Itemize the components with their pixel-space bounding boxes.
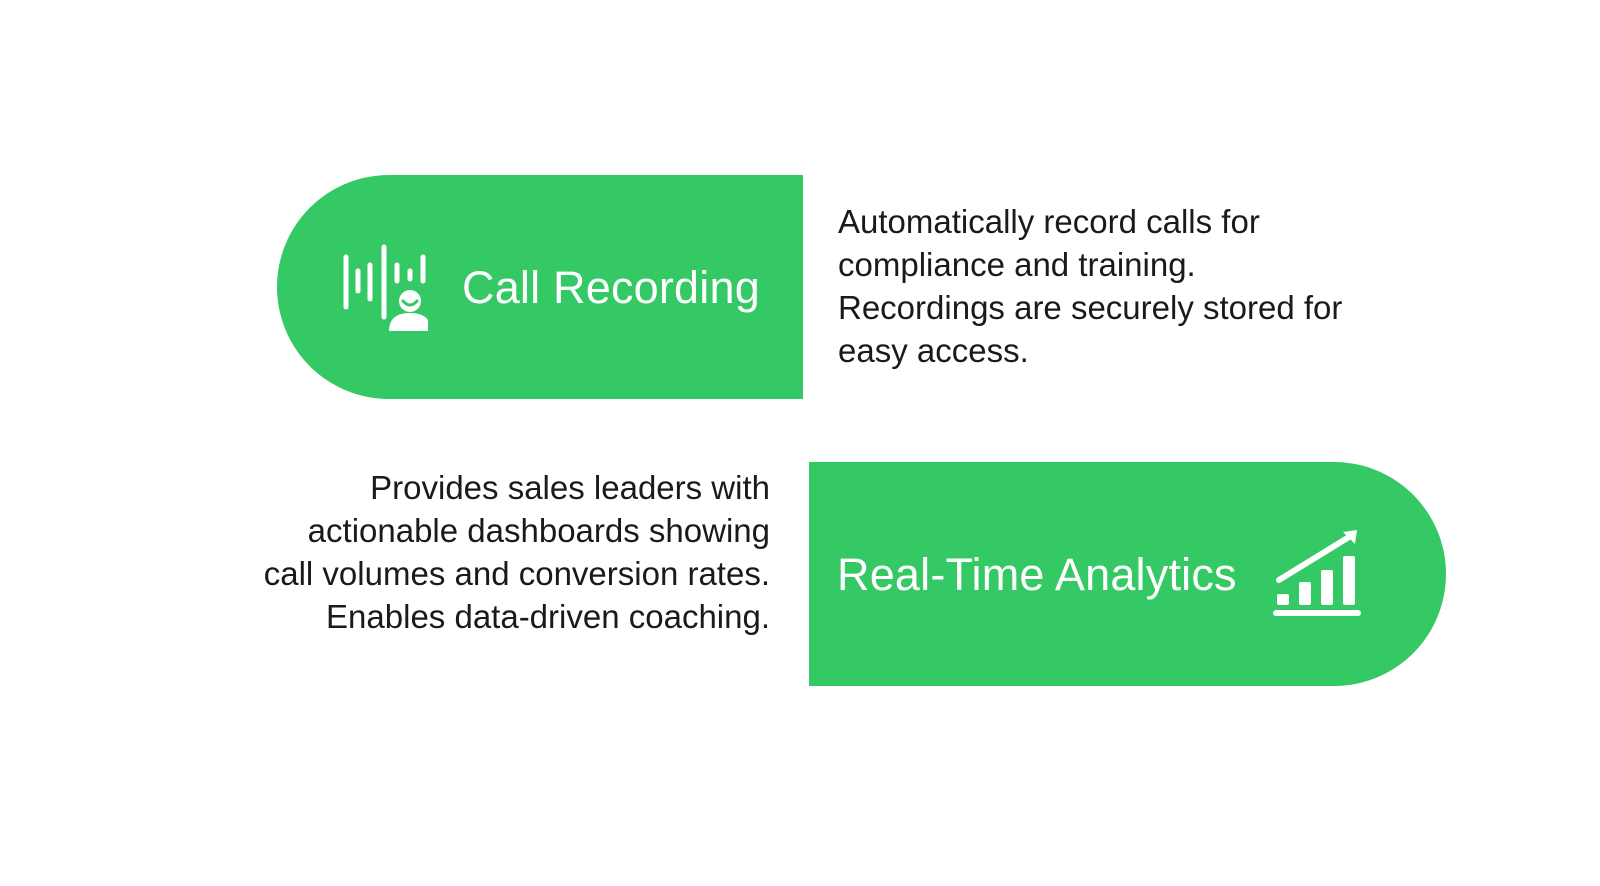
voice-recording-icon <box>342 243 428 331</box>
call-recording-description: Automatically record calls for complianc… <box>838 203 1343 369</box>
call-recording-pill: Call Recording <box>277 175 803 399</box>
real-time-analytics-title: Real-Time Analytics <box>837 548 1237 600</box>
real-time-analytics-pill: Real-Time Analytics <box>809 462 1446 686</box>
call-recording-title: Call Recording <box>462 261 760 313</box>
growth-chart-icon <box>1272 530 1363 618</box>
real-time-analytics-description: Provides sales leaders with actionable d… <box>263 469 770 635</box>
